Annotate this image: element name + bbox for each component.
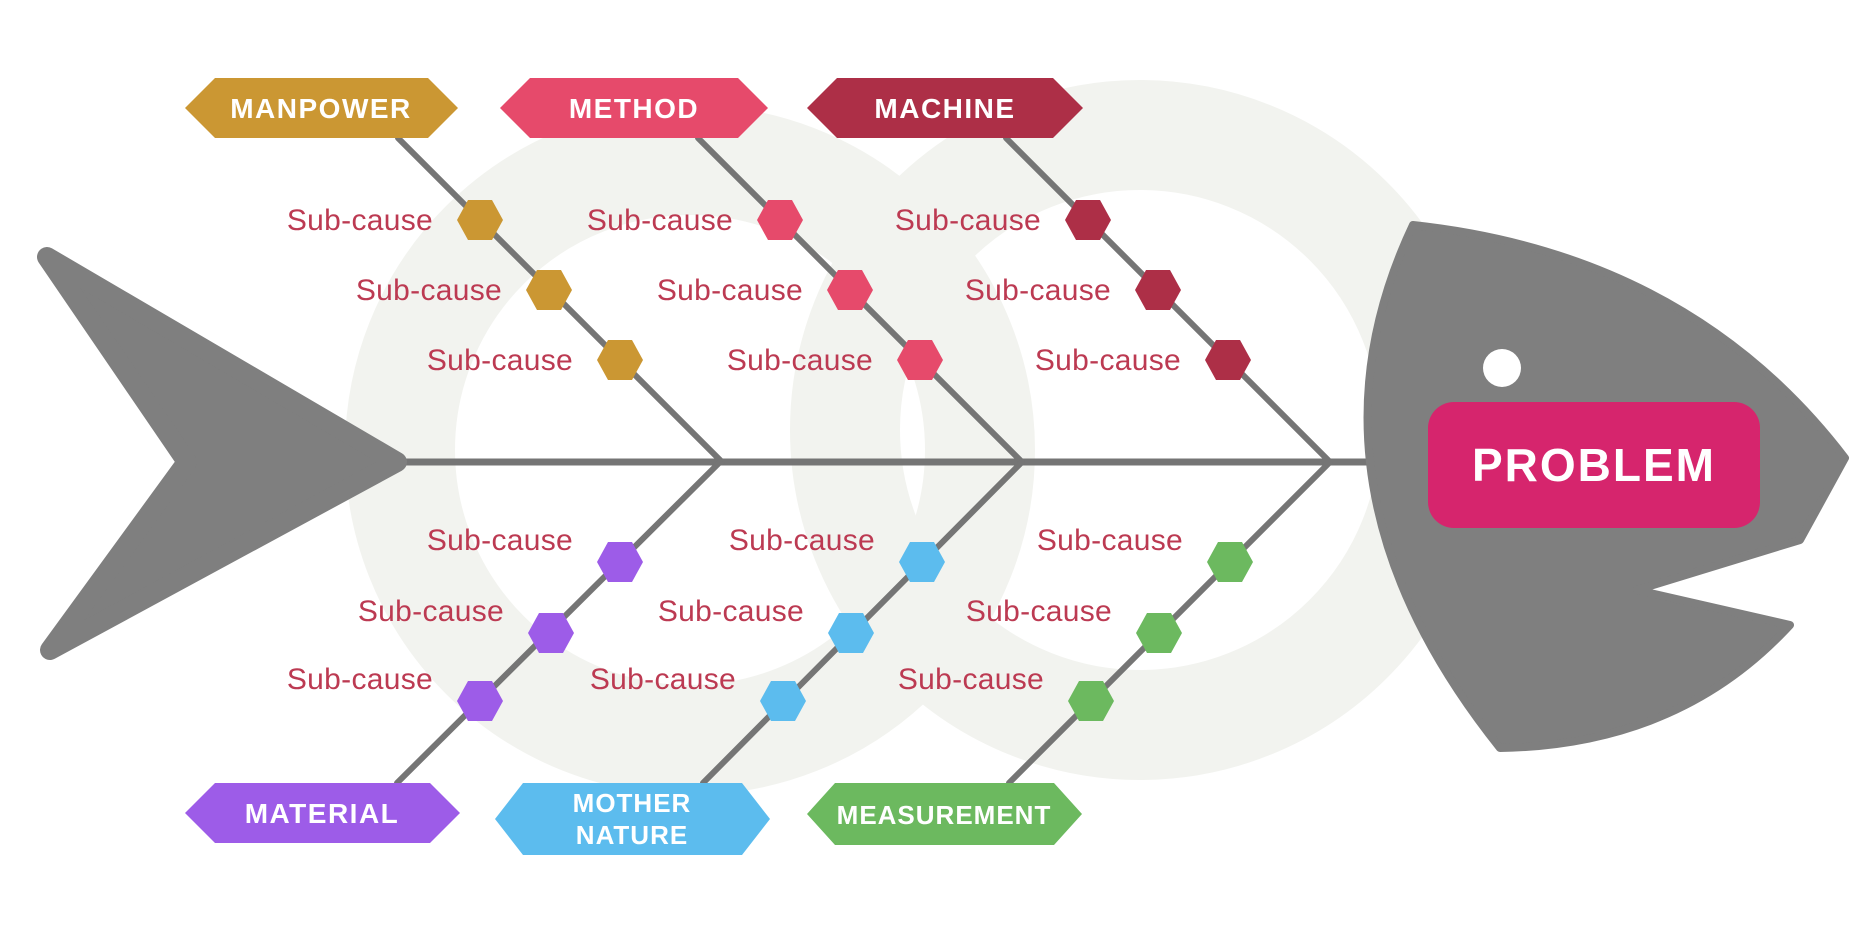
subcause-label: Sub-cause	[658, 595, 804, 628]
category-banner-measurement	[807, 783, 1082, 845]
branch-measurement: MEASUREMENT Sub-cause Sub-cause Sub-caus…	[807, 524, 1253, 845]
branch-mother-nature: MOTHER NATURE Sub-cause Sub-cause Sub-ca…	[495, 524, 945, 855]
subcause-label: Sub-cause	[966, 595, 1112, 628]
fish-tail	[37, 247, 407, 660]
category-banner-material	[185, 783, 460, 843]
subcause-marker-icon	[1135, 270, 1181, 310]
subcause-marker-icon	[1065, 200, 1111, 240]
subcause-marker-icon	[526, 270, 572, 310]
problem-node: PROBLEM	[1428, 402, 1760, 528]
subcause-label: Sub-cause	[1035, 344, 1181, 377]
category-label-method: METHOD	[569, 93, 699, 124]
subcause-marker-icon	[760, 681, 806, 721]
category-label-measurement: MEASUREMENT	[837, 800, 1052, 830]
subcause-label: Sub-cause	[895, 204, 1041, 237]
category-label-material: MATERIAL	[245, 798, 400, 829]
category-label-mother-nature-line1: MOTHER	[573, 788, 692, 818]
branch-machine: MACHINE Sub-cause Sub-cause Sub-cause	[807, 78, 1251, 380]
subcause-label: Sub-cause	[587, 204, 733, 237]
subcause-marker-icon	[1207, 542, 1253, 582]
subcause-label: Sub-cause	[727, 344, 873, 377]
subcause-marker-icon	[597, 340, 643, 380]
fish-eye-icon	[1483, 349, 1521, 387]
category-banner-mother-nature	[495, 783, 770, 855]
subcause-label: Sub-cause	[1037, 524, 1183, 557]
subcause-label: Sub-cause	[898, 663, 1044, 696]
branch-method: METHOD Sub-cause Sub-cause Sub-cause	[500, 78, 943, 380]
subcause-marker-icon	[827, 270, 873, 310]
watermark-ring-icon	[345, 105, 1035, 795]
subcause-label: Sub-cause	[287, 204, 433, 237]
subcause-label: Sub-cause	[729, 524, 875, 557]
branch-manpower: MANPOWER Sub-cause Sub-cause Sub-cause	[185, 78, 643, 380]
problem-label: PROBLEM	[1472, 439, 1716, 491]
subcause-label: Sub-cause	[358, 595, 504, 628]
problem-box	[1428, 402, 1760, 528]
subcause-label: Sub-cause	[657, 274, 803, 307]
subcause-label: Sub-cause	[965, 274, 1111, 307]
category-banner-manpower	[185, 78, 458, 138]
category-label-mother-nature-line2: NATURE	[576, 820, 688, 850]
subcause-marker-icon	[457, 681, 503, 721]
subcause-marker-icon	[1068, 681, 1114, 721]
category-banner-machine	[807, 78, 1083, 138]
subcause-label: Sub-cause	[590, 663, 736, 696]
subcause-label: Sub-cause	[356, 274, 502, 307]
branch-material: MATERIAL Sub-cause Sub-cause Sub-cause	[185, 524, 643, 843]
category-label-manpower: MANPOWER	[230, 93, 412, 124]
subcause-marker-icon	[897, 340, 943, 380]
subcause-marker-icon	[1136, 613, 1182, 653]
subcause-label: Sub-cause	[427, 344, 573, 377]
subcause-marker-icon	[1205, 340, 1251, 380]
subcause-marker-icon	[528, 613, 574, 653]
subcause-marker-icon	[597, 542, 643, 582]
subcause-marker-icon	[899, 542, 945, 582]
subcause-marker-icon	[457, 200, 503, 240]
subcause-marker-icon	[828, 613, 874, 653]
category-label-machine: MACHINE	[874, 93, 1015, 124]
subcause-label: Sub-cause	[427, 524, 573, 557]
subcause-marker-icon	[757, 200, 803, 240]
category-banner-method	[500, 78, 768, 138]
subcause-label: Sub-cause	[287, 663, 433, 696]
